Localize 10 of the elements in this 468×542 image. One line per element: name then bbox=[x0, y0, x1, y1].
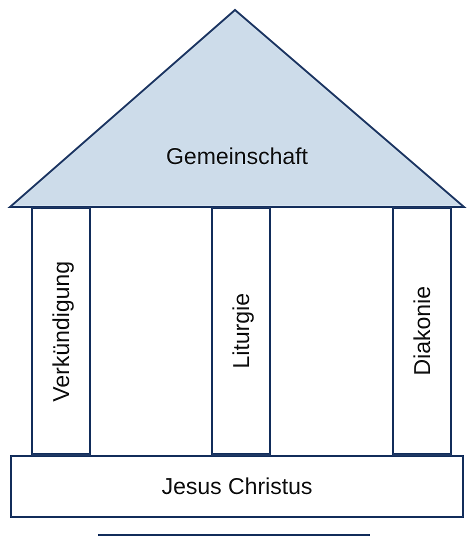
pillar-label: Diakonie bbox=[408, 286, 436, 376]
pillar-box bbox=[211, 207, 271, 455]
roof-label: Gemeinschaft bbox=[165, 143, 309, 170]
pillar-box bbox=[31, 207, 91, 455]
foundation-label: Jesus Christus bbox=[162, 473, 312, 500]
foundation-box bbox=[10, 455, 464, 518]
roof-triangle bbox=[9, 9, 465, 209]
pillar-label: Liturgie bbox=[228, 293, 254, 369]
pillar-label: Verkündigung bbox=[48, 260, 74, 402]
pillar-box bbox=[392, 207, 452, 455]
